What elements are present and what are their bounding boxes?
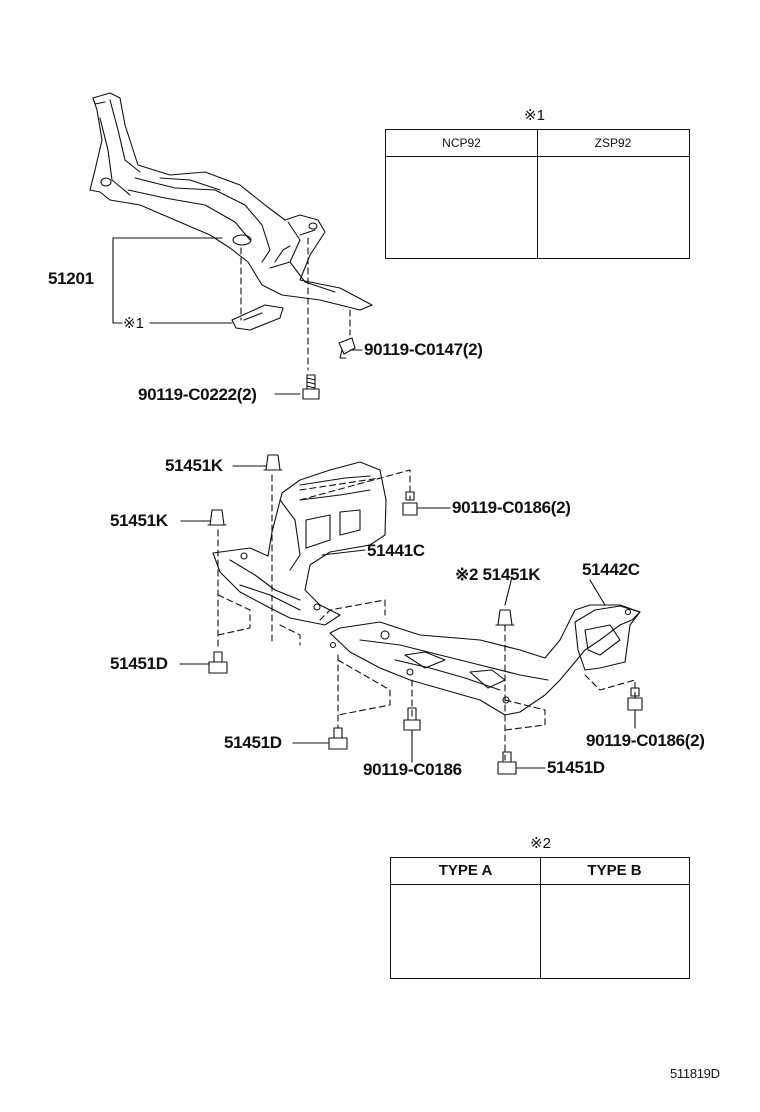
label-51451k-left[interactable]: 51451K	[110, 511, 168, 530]
bolt-51451d-left-illustration	[208, 651, 228, 674]
bolt-51451d-bottom-illustration	[328, 727, 348, 750]
table1-divider	[537, 130, 538, 258]
label-bolt-c0186-top[interactable]: 90119-C0186(2)	[452, 498, 571, 517]
clip-51451k-top-illustration	[263, 454, 283, 471]
label-51451d-bottom[interactable]: 51451D	[224, 733, 282, 752]
table2-header-type-b: TYPE B	[540, 858, 689, 885]
cover-51442c-illustration	[574, 605, 641, 671]
cover-51441c-illustration	[212, 461, 387, 626]
label-51442c[interactable]: 51442C	[582, 560, 640, 579]
table1-title: ※1	[524, 107, 545, 124]
bracket-note1-illustration	[231, 304, 284, 331]
bolt-c0186-top-illustration	[402, 491, 418, 516]
illustration-code: 511819D	[670, 1066, 720, 1081]
bolt-c0222-illustration	[302, 374, 320, 400]
bolt-c0147-illustration	[338, 337, 356, 359]
bolt-51451d-right-illustration	[497, 751, 517, 775]
table1-box: NCP92 ZSP92	[385, 129, 690, 259]
label-51451d-left[interactable]: 51451D	[110, 654, 168, 673]
table1-header-ncp92: NCP92	[386, 130, 537, 157]
clip-51451k-note2-illustration	[495, 609, 515, 626]
table1-header-zsp92: ZSP92	[537, 130, 689, 157]
bolt-c0186-center-illustration	[403, 707, 421, 731]
clip-51451k-left-illustration	[207, 509, 227, 526]
label-51201[interactable]: 51201	[48, 269, 94, 288]
label-note1-ref: ※1	[123, 315, 144, 332]
table2-header-type-a: TYPE A	[391, 858, 540, 885]
label-51441c[interactable]: 51441C	[367, 541, 425, 560]
label-51451k-top[interactable]: 51451K	[165, 456, 223, 475]
label-51451d-right[interactable]: 51451D	[547, 758, 605, 777]
table2-box: TYPE A TYPE B	[390, 857, 690, 979]
label-bolt-c0222[interactable]: 90119-C0222(2)	[138, 385, 257, 404]
crossmember-51201-illustration	[89, 92, 373, 311]
label-bolt-c0147[interactable]: 90119-C0147(2)	[364, 340, 483, 359]
label-bolt-c0186-right[interactable]: 90119-C0186(2)	[586, 731, 705, 750]
label-51451k-note2[interactable]: ※2 51451K	[455, 565, 541, 584]
label-bolt-c0186-center[interactable]: 90119-C0186	[363, 760, 462, 779]
center-cover-illustration	[329, 604, 641, 716]
table2-divider	[540, 858, 541, 978]
bolt-c0186-right-illustration	[627, 687, 643, 711]
table2-title: ※2	[530, 835, 551, 852]
